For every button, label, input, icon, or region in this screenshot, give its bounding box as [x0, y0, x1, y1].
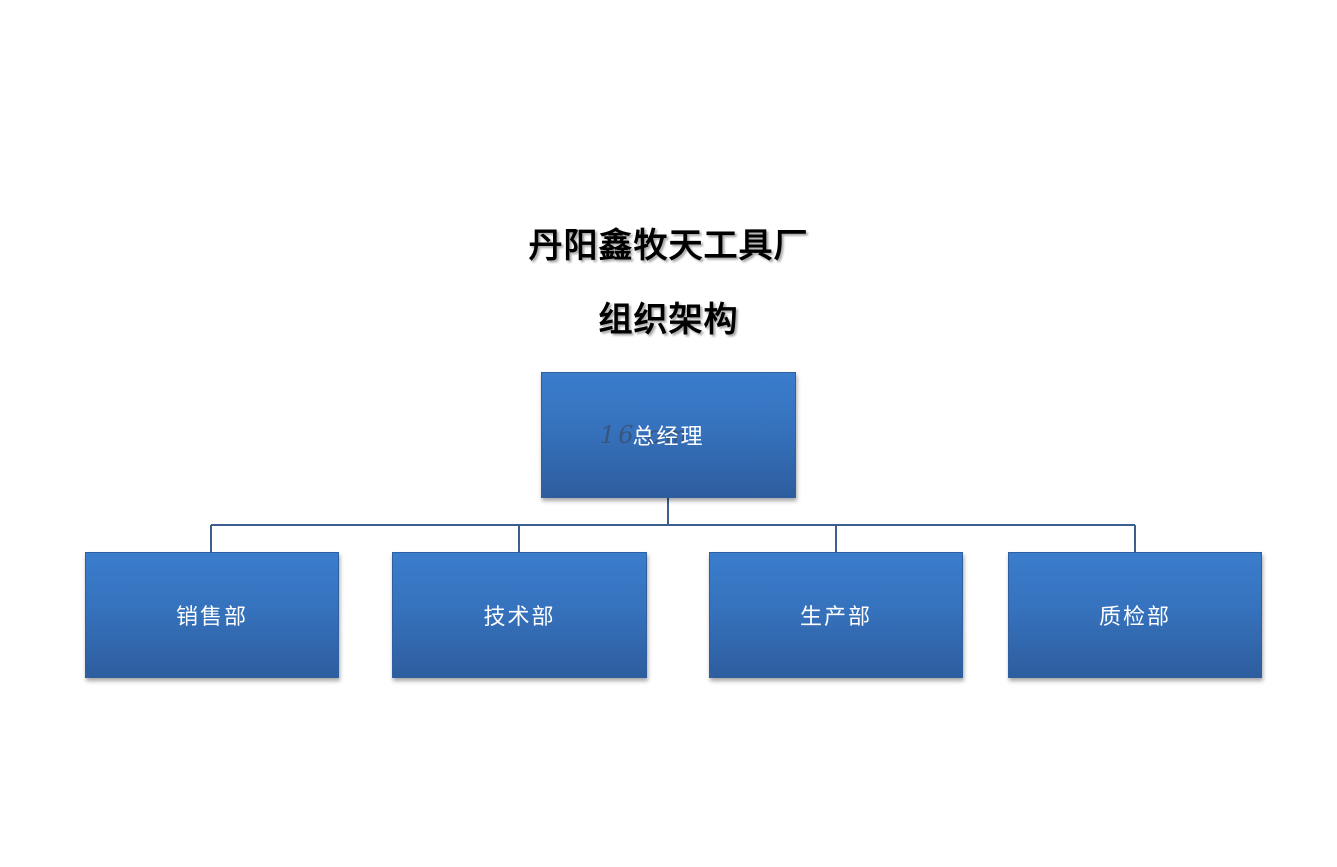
node-label-general-manager: 总经理 [632, 425, 705, 450]
node-label-qc: 质检部 [1098, 605, 1171, 630]
node-label-sales: 销售部 [175, 605, 248, 630]
node-tech-dept: 技术部 [392, 552, 647, 678]
node-general-manager: 16 om 总经理 [541, 372, 796, 498]
node-label-production: 生产部 [799, 605, 872, 630]
watermark-text: 16 om [600, 421, 691, 449]
node-production-dept: 生产部 [709, 552, 963, 678]
node-label-tech: 技术部 [483, 605, 556, 630]
org-chart-title: 组织架构 [598, 300, 739, 340]
node-qc-dept: 质检部 [1008, 552, 1262, 678]
node-sales-dept: 销售部 [85, 552, 339, 678]
company-name-title: 丹阳鑫牧天工具厂 [528, 226, 809, 266]
